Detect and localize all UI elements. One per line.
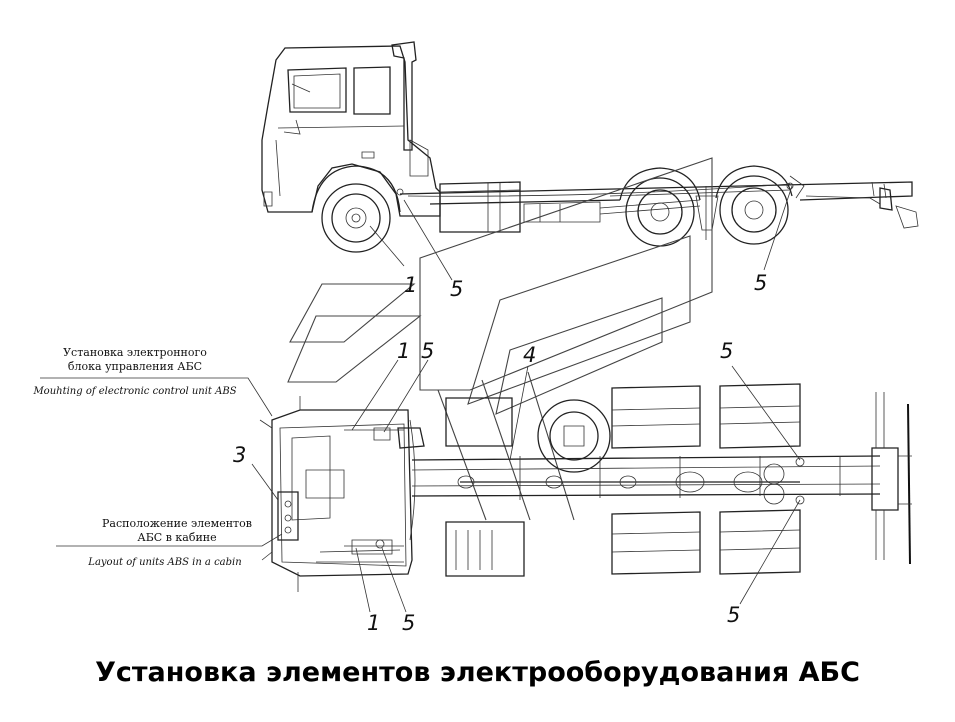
- callout-plan-1-top: 1: [397, 339, 410, 363]
- callout-plan-5-bottom: 5: [402, 611, 415, 635]
- callout-plan-5-rear-top: 5: [720, 339, 733, 363]
- ecu-note-ru-line1: Установка электронного: [63, 346, 207, 359]
- ecu-note-en: Mouhting of electronic control unit ABS: [32, 386, 236, 397]
- callout-plan-5-rear-bottom: 5: [727, 603, 740, 627]
- callouts: 1 5 5 1 5 4 5 3 1 5 5: [233, 271, 767, 635]
- ecu-note-ru-line2: блока управления АБС: [68, 360, 202, 373]
- callout-side-1: 1: [404, 273, 417, 297]
- truck-side-view: [261, 41, 919, 281]
- cabin-note-en: Layout of units ABS in a cabin: [87, 557, 241, 568]
- callout-side-5-front: 5: [450, 277, 463, 301]
- diagram-title: Установка элементов электрооборудования …: [95, 657, 860, 688]
- cabin-note-ru-line1: Расположение элементов: [102, 517, 252, 530]
- truck-plan-view: [40, 359, 912, 613]
- annotations: Установка электронного блока управления …: [32, 346, 252, 568]
- cabin-note-ru-line2: АБС в кабине: [137, 531, 216, 544]
- callout-plan-3: 3: [233, 443, 246, 467]
- background-parallelograms: [287, 157, 713, 521]
- callout-plan-4: 4: [523, 343, 536, 367]
- callout-side-5-rear: 5: [754, 271, 767, 295]
- callout-plan-1-bottom: 1: [367, 611, 380, 635]
- callout-plan-5-top: 5: [421, 339, 434, 363]
